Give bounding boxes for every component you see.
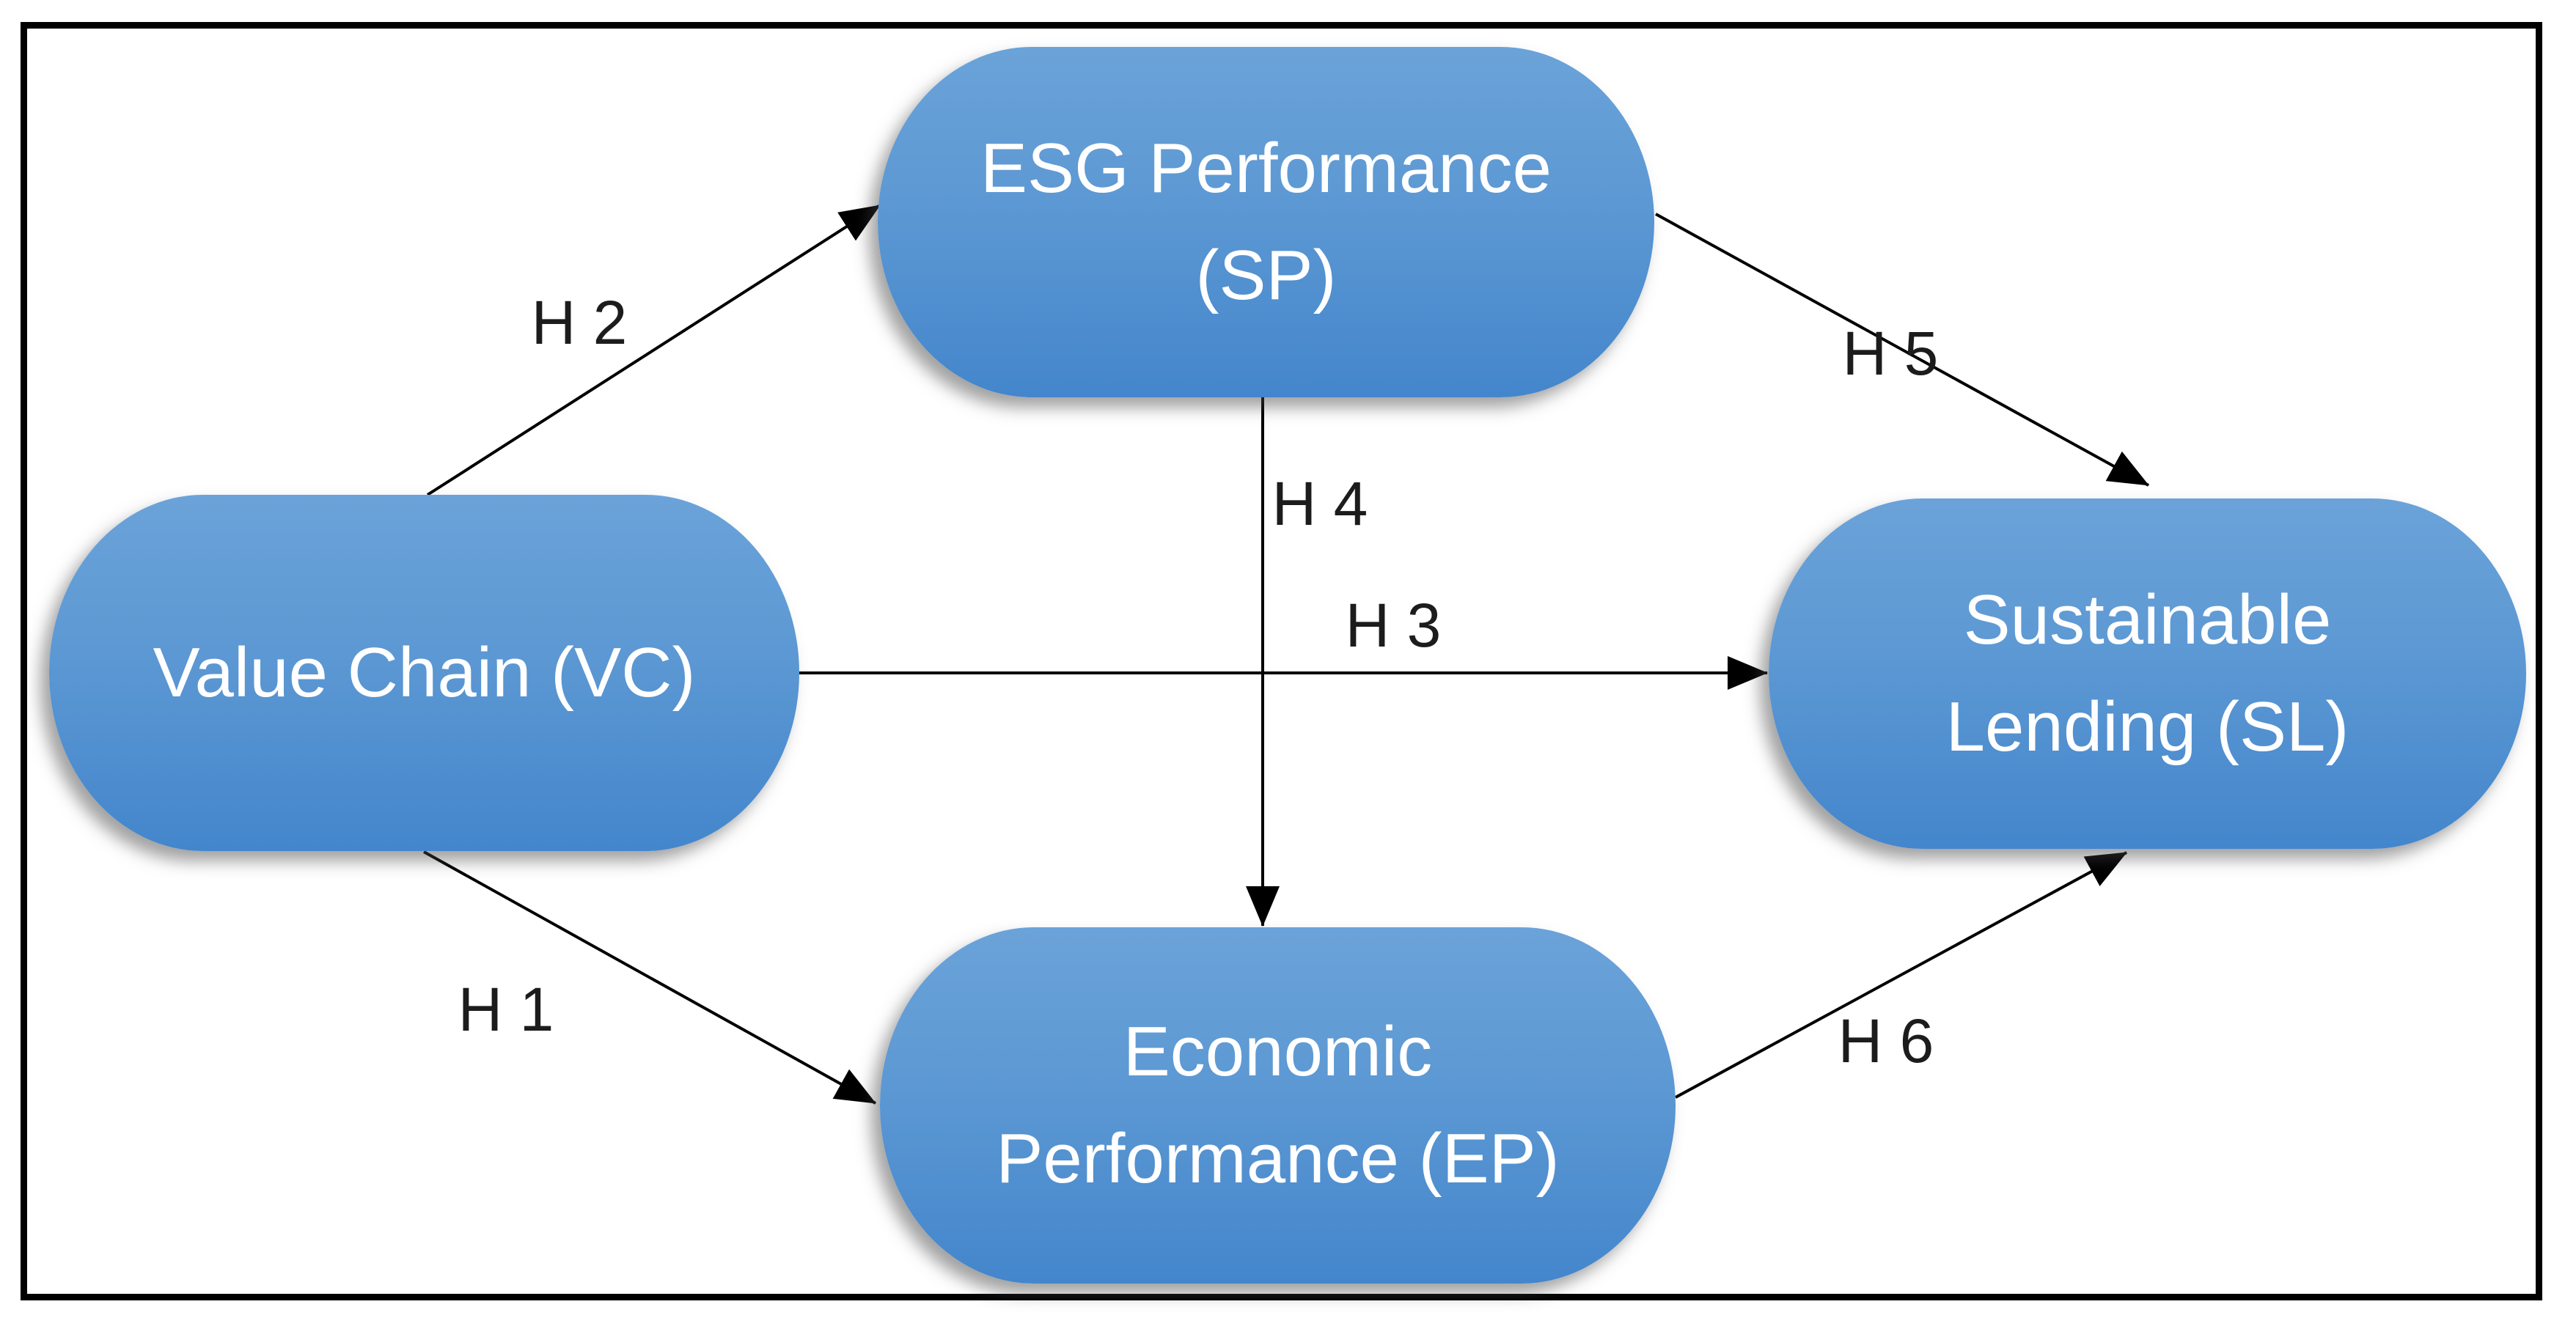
edge-h2-arrow xyxy=(426,204,881,496)
node-economic-performance-label-line-1: Economic xyxy=(1123,1012,1433,1091)
edge-h4-label: H 4 xyxy=(1272,469,1368,538)
edge-h3-label: H 3 xyxy=(1345,591,1442,660)
node-esg-performance-label-line-2: (SP) xyxy=(1195,236,1337,314)
edge-h6-label: H 6 xyxy=(1838,1006,1934,1075)
edge-h2-label: H 2 xyxy=(531,288,628,357)
edge-h1-label: H 1 xyxy=(458,975,554,1044)
diagram-border xyxy=(21,22,2542,1300)
node-esg-performance-label-line-1: ESG Performance xyxy=(980,129,1552,207)
node-value-chain-label-line-1: Value Chain (VC) xyxy=(153,633,696,712)
edge-h5-label: H 5 xyxy=(1842,319,1939,388)
node-sustainable-lending-label-line-1: Sustainable xyxy=(1963,581,2332,659)
edge-h6-arrow xyxy=(1675,851,2127,1099)
node-economic-performance-label-line-2: Performance (EP) xyxy=(996,1119,1560,1198)
edge-h5-arrow xyxy=(1655,213,2149,487)
node-value-chain: Value Chain (VC) xyxy=(49,495,799,851)
edge-h1-arrow xyxy=(423,850,876,1105)
node-sustainable-lending-label-line-2: Lending (SL) xyxy=(1945,688,2349,766)
node-esg-performance: ESG Performance (SP) xyxy=(878,47,1654,397)
